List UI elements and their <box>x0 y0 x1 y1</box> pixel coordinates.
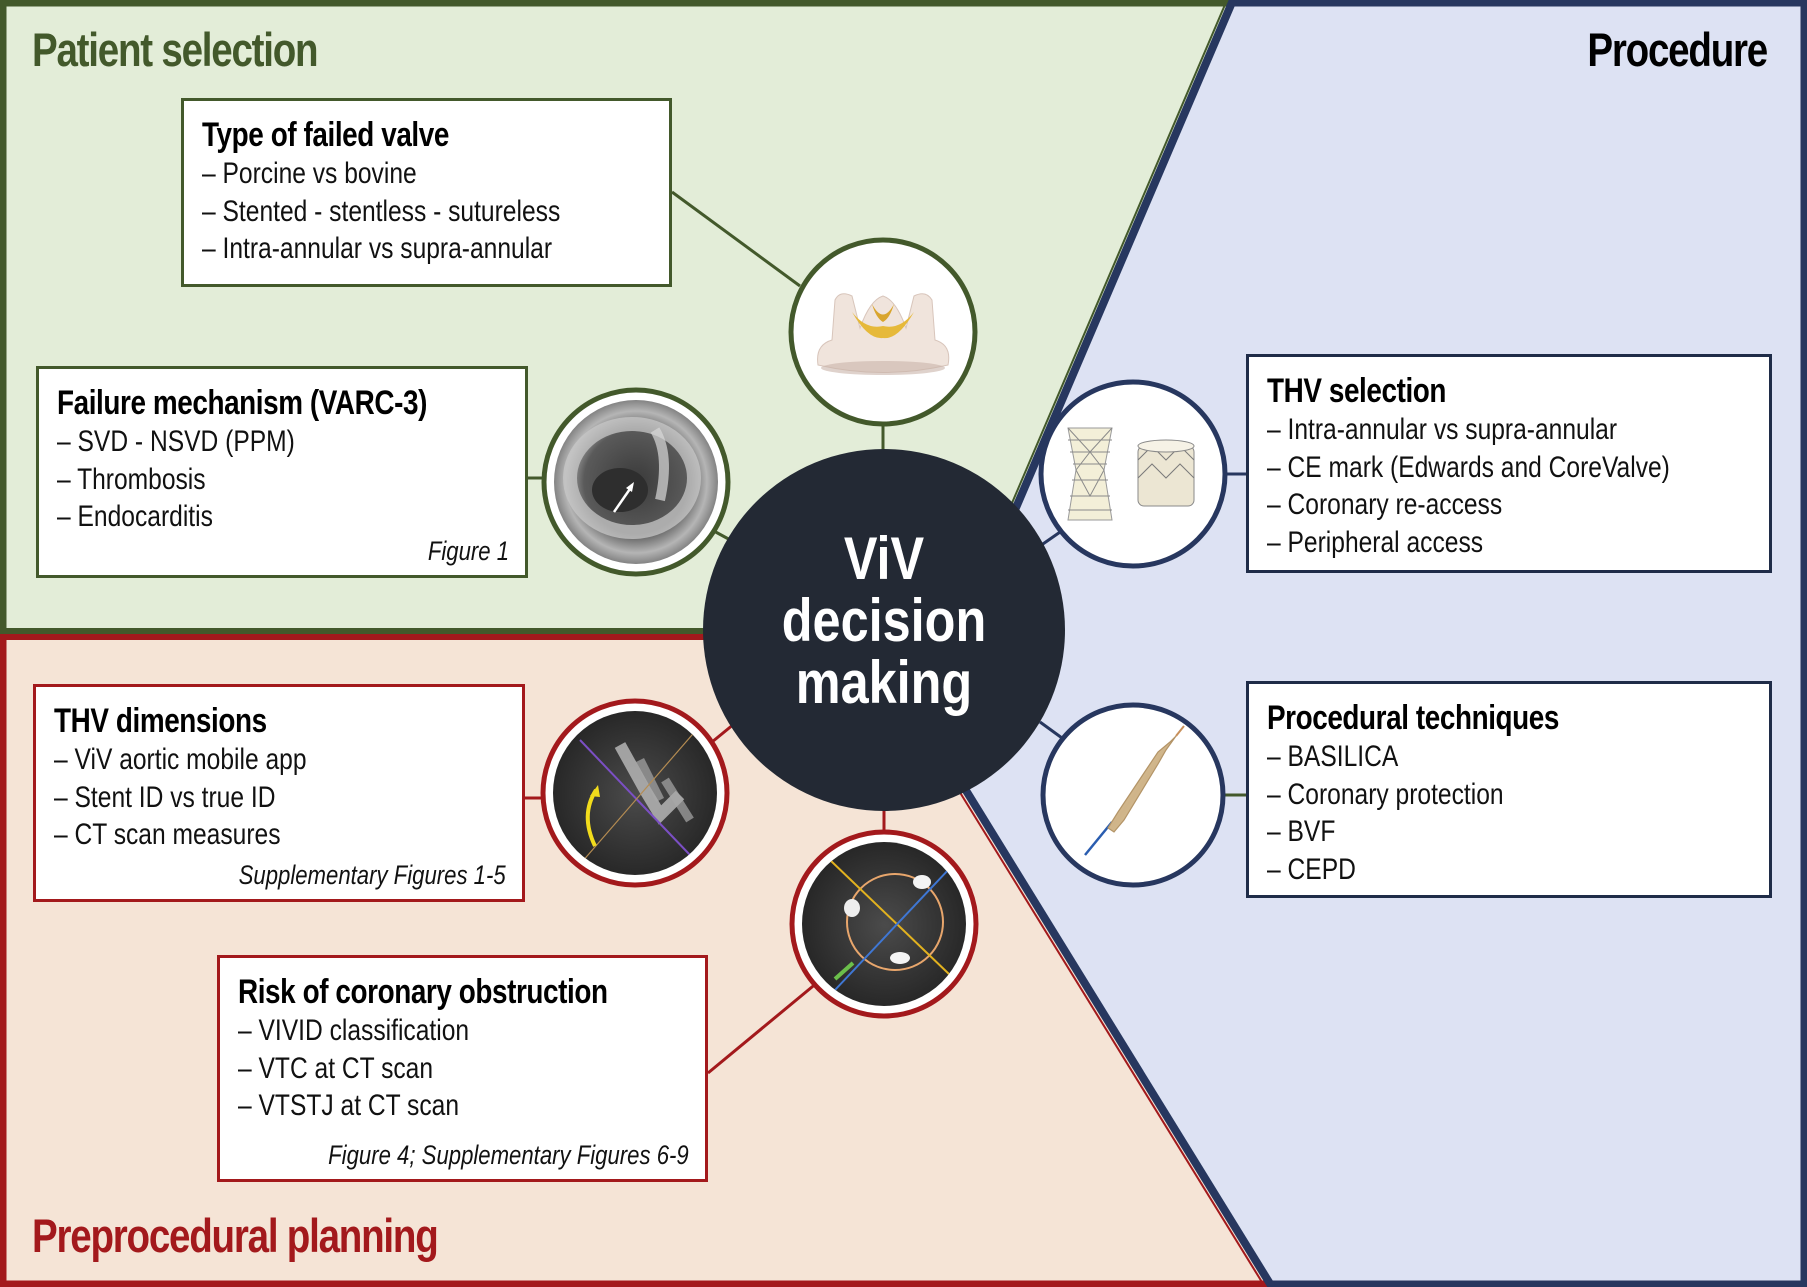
section-title-preprocedural-planning: Preprocedural planning <box>32 1209 439 1262</box>
center-hub <box>703 449 1065 811</box>
list-item: – BASILICA <box>1267 740 1399 773</box>
box-title: THV dimensions <box>54 702 267 740</box>
center-line-1: ViV <box>843 525 925 592</box>
procedure-region <box>962 0 1807 1287</box>
list-item: – Coronary protection <box>1267 777 1504 811</box>
patient-selection-border <box>0 0 1233 634</box>
figure-reference: Figure 1 <box>427 536 509 566</box>
center-line-2: decision <box>781 587 987 654</box>
coronary-obstruction-box: Risk of coronary obstruction – VIVID cla… <box>217 955 708 1182</box>
list-item: – VTC at CT scan <box>238 1051 434 1085</box>
list-item: – VTSTJ at CT scan <box>238 1089 460 1122</box>
connector-coronary-obstruction <box>707 980 819 1075</box>
list-item: – ViV aortic mobile app <box>54 743 307 776</box>
list-item: – Stented - stentless - sutureless <box>202 194 561 228</box>
box-title: Failure mechanism (VARC-3) <box>57 384 427 422</box>
list-item: – CE mark (Edwards and CoreValve) <box>1267 450 1670 484</box>
divider-red-blue-accent <box>955 785 1266 1287</box>
box-title: THV selection <box>1267 372 1447 410</box>
preprocedural-planning-border <box>0 637 1268 1287</box>
figure-reference: Supplementary Figures 1-5 <box>238 860 506 890</box>
connector-ct1-center <box>711 722 735 744</box>
transcatheter-valves-image <box>1038 379 1228 569</box>
center-line-3: making <box>795 649 973 716</box>
connector-failed-valve <box>671 190 801 288</box>
box-title: Risk of coronary obstruction <box>238 973 608 1011</box>
list-item: – Intra-annular vs supra-annular <box>1267 413 1618 446</box>
list-item: – Endocarditis <box>57 500 213 533</box>
echocardiogram-image <box>541 387 731 577</box>
list-item: – Stent ID vs true ID <box>54 780 276 814</box>
ct-scan-valve-frame-image <box>540 698 730 888</box>
section-title-patient-selection: Patient selection <box>32 23 319 76</box>
divider-red-blue <box>958 781 1276 1287</box>
center-hub-label: ViV decision making <box>732 528 1036 714</box>
thv-selection-box: THV selection – Intra-annular vs supra-a… <box>1246 354 1772 573</box>
ct-scan-cross-section-image <box>789 829 979 1019</box>
failure-mechanism-box: Failure mechanism (VARC-3) – SVD - NSVD … <box>36 366 528 578</box>
section-title-procedure: Procedure <box>1587 23 1768 76</box>
list-item: – Peripheral access <box>1267 525 1484 559</box>
box-title: Type of failed valve <box>202 116 449 154</box>
list-item: – CT scan measures <box>54 818 281 851</box>
list-item: – Intra-annular vs supra-annular <box>202 232 553 265</box>
list-item: – Porcine vs bovine <box>202 157 417 190</box>
thv-dimensions-box: THV dimensions – ViV aortic mobile app –… <box>33 684 525 902</box>
list-item: – Coronary re-access <box>1267 488 1503 521</box>
list-item: – CEPD <box>1267 852 1356 886</box>
balloon-catheter-image <box>1040 702 1226 888</box>
procedure-border <box>1233 0 1807 1287</box>
box-title: Procedural techniques <box>1267 699 1559 737</box>
list-item: – BVF <box>1267 815 1336 848</box>
list-item: – VIVID classification <box>238 1014 470 1047</box>
procedural-techniques-box: Procedural techniques – BASILICA – Coron… <box>1246 681 1772 898</box>
connector-balloon-center <box>1039 720 1063 740</box>
figure-reference: Figure 4; Supplementary Figures 6-9 <box>328 1140 689 1170</box>
surgical-valve-image <box>788 237 978 427</box>
list-item: – Thrombosis <box>57 462 206 496</box>
failed-valve-box: Type of failed valve – Porcine vs bovine… <box>181 98 672 287</box>
list-item: – SVD - NSVD (PPM) <box>57 425 295 458</box>
